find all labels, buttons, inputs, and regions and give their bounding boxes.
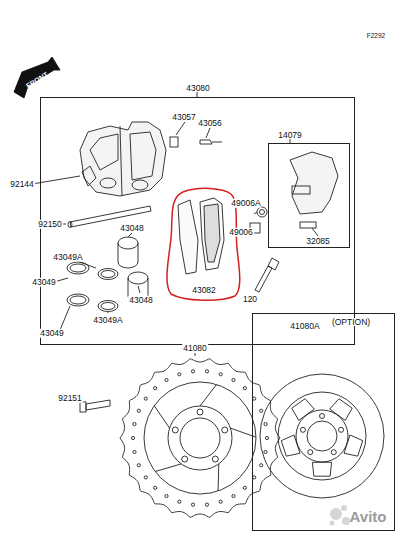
- callout-number: 92150: [37, 220, 63, 229]
- watermark-logo: [330, 505, 351, 526]
- piston: [118, 233, 148, 302]
- callout-number: 120: [242, 295, 258, 304]
- callout-number: 43048: [119, 224, 145, 233]
- bolt: [255, 258, 279, 292]
- callout-number: 41080: [182, 344, 208, 353]
- callout-number: 43049: [31, 278, 57, 287]
- caliper-bracket: [290, 135, 338, 236]
- callout-number: 43048: [128, 296, 154, 305]
- figure-number: F2292: [366, 33, 386, 40]
- part-number: 14079: [277, 131, 303, 140]
- bracket-group-box: 14079: [268, 143, 350, 248]
- brake-disc: [120, 359, 280, 518]
- part-number: 41080A: [289, 322, 320, 331]
- front-arrow: [14, 57, 60, 98]
- part-number: 43082: [191, 286, 217, 295]
- callout-number: 49006: [228, 228, 254, 237]
- note-text: (OPTION): [331, 318, 371, 327]
- callout-number: 32085: [305, 237, 331, 246]
- callout-number: 43049A: [92, 316, 123, 325]
- front-indicator: FRONT: [24, 70, 50, 90]
- callout-number: 43056: [197, 119, 223, 128]
- callout-number: 43049A: [52, 253, 83, 262]
- parts-group-box: 430801407943082: [40, 97, 355, 345]
- option-box: 41080A (OPTION): [252, 313, 395, 531]
- caliper-body: [80, 122, 166, 196]
- callout-number: 49006A: [230, 199, 261, 208]
- option-disc: [260, 374, 384, 498]
- part-number: 43080: [185, 84, 211, 93]
- disc-bolt: [80, 400, 110, 412]
- callout-number: 92151: [57, 394, 83, 403]
- brake-pad: [178, 198, 224, 274]
- pad-spring: [32, 166, 96, 186]
- watermark: Avito: [349, 509, 388, 524]
- callout-number: 43057: [171, 113, 197, 122]
- callout-number: 92144: [9, 180, 35, 189]
- callout-number: 43049: [39, 329, 65, 338]
